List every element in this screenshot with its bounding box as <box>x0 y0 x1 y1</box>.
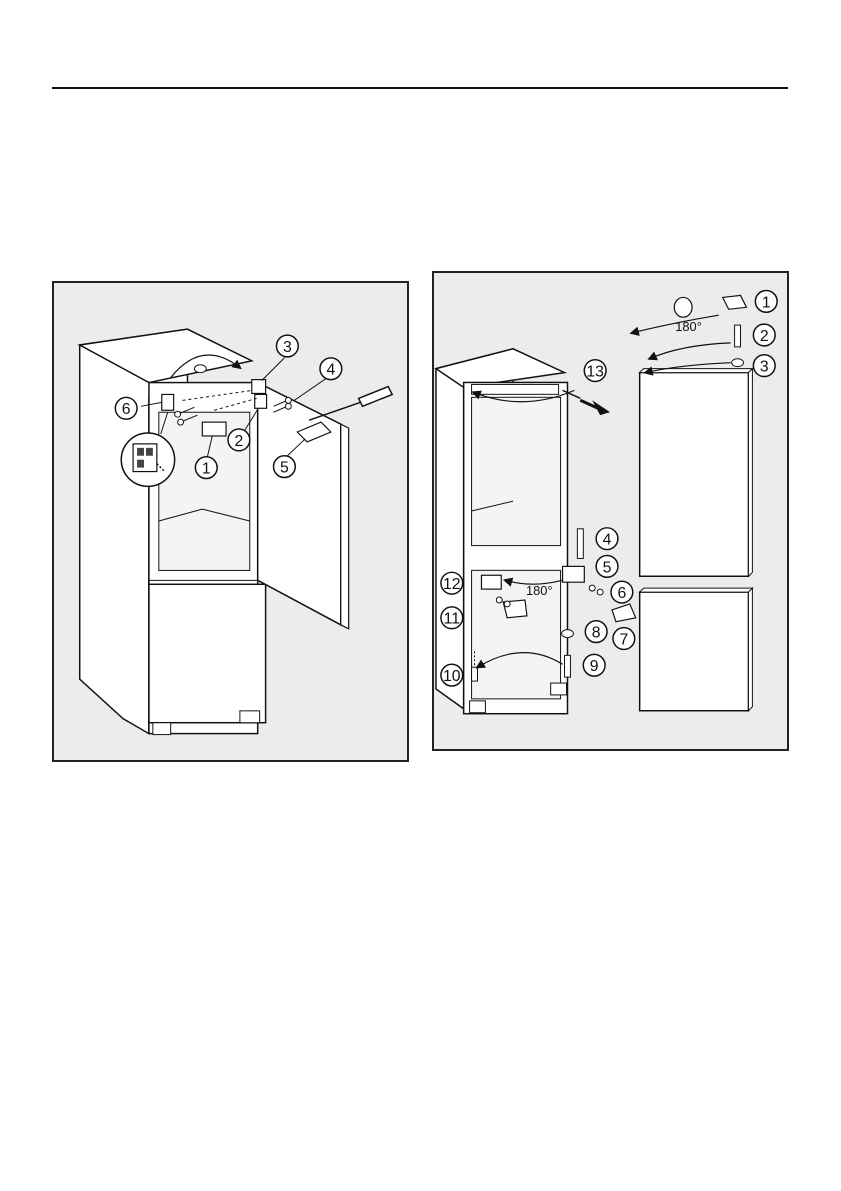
svg-text:1: 1 <box>762 294 771 311</box>
svg-text:7: 7 <box>619 631 628 648</box>
svg-text:9: 9 <box>590 658 599 675</box>
cover-7 <box>612 604 636 622</box>
callout-4: 4 <box>320 358 342 380</box>
figure-left-illustration: 1 2 3 4 5 6 <box>54 283 407 760</box>
callout-13: 13 <box>584 360 606 382</box>
svg-text:2: 2 <box>760 328 769 345</box>
header-rule <box>52 87 788 89</box>
bracket-12 <box>481 575 501 589</box>
callout-2: 2 <box>228 429 250 451</box>
figure-left-panel: 1 2 3 4 5 6 <box>52 281 409 762</box>
svg-text:10: 10 <box>443 668 461 685</box>
bracket-5 <box>563 566 585 582</box>
lower-door <box>149 584 266 722</box>
callout-7: 7 <box>613 628 635 650</box>
figure-right-illustration: 180° 180° 1 2 3 4 5 6 7 <box>434 273 787 749</box>
hinge-top-right <box>252 380 266 394</box>
callout-1: 1 <box>195 457 217 479</box>
pin-9 <box>565 655 571 677</box>
svg-text:6: 6 <box>617 585 626 602</box>
callout-2: 2 <box>753 324 775 346</box>
svg-text:180°: 180° <box>675 319 702 334</box>
callout-3: 3 <box>276 335 298 357</box>
svg-text:4: 4 <box>603 532 612 549</box>
callout-4: 4 <box>596 528 618 550</box>
cabinet-top <box>436 349 565 388</box>
lower-door <box>640 592 749 711</box>
bush-8 <box>562 630 574 638</box>
svg-text:13: 13 <box>586 364 604 381</box>
callout-3: 3 <box>753 355 775 377</box>
callout-6: 6 <box>611 581 633 603</box>
pin-10 <box>472 667 478 681</box>
callout-6: 6 <box>115 397 137 419</box>
hinge-pin-2 <box>735 325 741 347</box>
hinge-cover-piece <box>202 422 226 436</box>
callout-8: 8 <box>585 621 607 643</box>
callout-5: 5 <box>274 456 296 478</box>
hinge-part-1 <box>723 295 747 309</box>
figure-right-panel: 180° 180° 1 2 3 4 5 6 7 <box>432 271 789 751</box>
upper-door-open <box>258 383 341 625</box>
callout-11: 11 <box>441 607 463 629</box>
pin-4 <box>577 529 583 559</box>
svg-text:1: 1 <box>202 461 211 478</box>
callout-5: 5 <box>596 555 618 577</box>
hinge-cover-left <box>162 394 174 410</box>
svg-text:12: 12 <box>443 576 461 593</box>
svg-text:180°: 180° <box>526 583 553 598</box>
svg-text:8: 8 <box>592 625 601 642</box>
cabinet-interior-upper <box>472 397 561 545</box>
svg-text:2: 2 <box>235 433 244 450</box>
bush-3 <box>732 359 744 367</box>
svg-text:5: 5 <box>603 559 612 576</box>
callout-10: 10 <box>441 664 463 686</box>
svg-text:5: 5 <box>280 460 289 477</box>
hinge-bracket <box>255 394 267 408</box>
svg-text:3: 3 <box>283 339 292 356</box>
upper-door <box>640 373 749 577</box>
callout-9: 9 <box>583 654 605 676</box>
svg-text:4: 4 <box>326 362 335 379</box>
callout-12: 12 <box>441 572 463 594</box>
svg-text:3: 3 <box>760 359 769 376</box>
callout-1: 1 <box>755 290 777 312</box>
svg-text:6: 6 <box>122 401 131 418</box>
svg-text:11: 11 <box>444 611 461 628</box>
screwdriver <box>309 387 392 421</box>
